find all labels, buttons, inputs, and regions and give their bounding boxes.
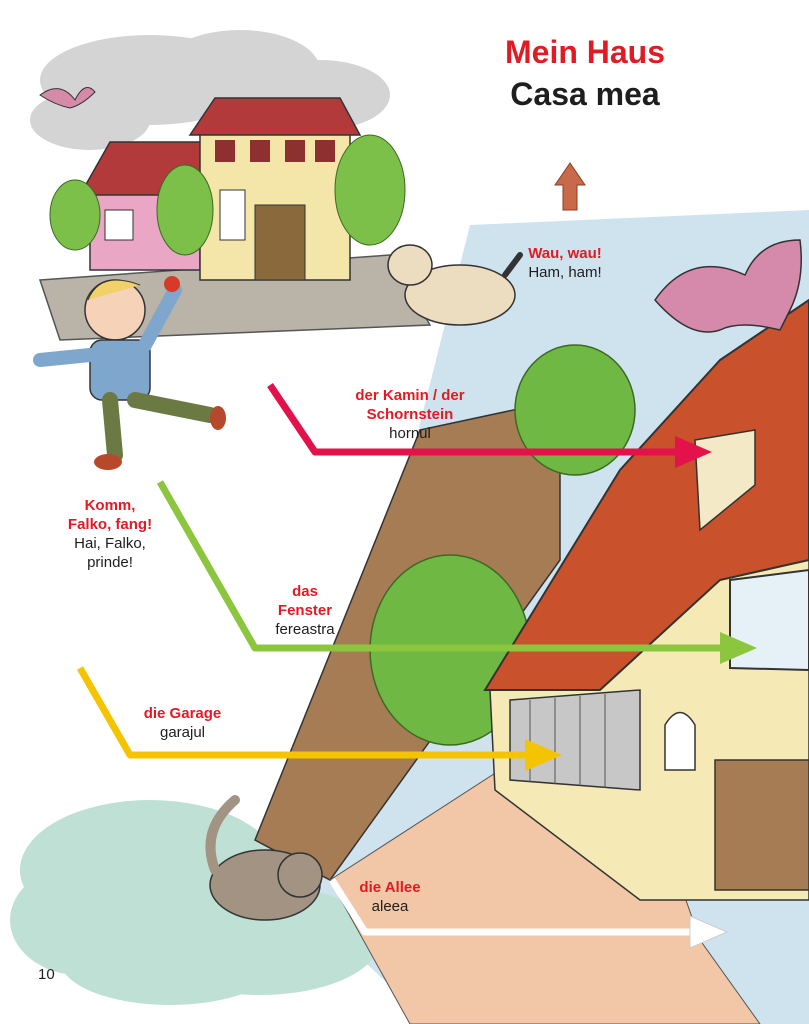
big-window: [729, 568, 809, 672]
chimney-label-romanian: hornul: [389, 425, 431, 442]
boy-label-romanian-2: prinde!: [87, 554, 133, 571]
garage-door: [509, 689, 641, 791]
window-label-german-1: das: [292, 583, 318, 600]
dog-label-romanian: Ham, ham!: [528, 264, 602, 281]
cloud-bottom: [10, 800, 380, 1005]
window-label: das Fenster fereastra: [250, 582, 360, 639]
small-bird: [39, 87, 96, 109]
garage-label: die Garage garajul: [120, 704, 245, 742]
small-yellow-house: [188, 97, 362, 281]
boy-label: Komm, Falko, fang! Hai, Falko, prinde!: [40, 496, 180, 572]
boy: [33, 276, 226, 470]
boy-label-german-2: Falko, fang!: [67, 516, 153, 533]
window-arrow: [156, 480, 757, 664]
page-title-german: Mein Haus: [504, 34, 666, 70]
chimney-label-german-1: der Kamin / der: [355, 387, 465, 404]
window-label-german-2: Fenster: [277, 602, 333, 619]
page-number: 10: [38, 966, 55, 983]
arched-window: [664, 711, 696, 771]
dog: [387, 244, 523, 326]
small-trees: [49, 134, 406, 256]
driveway-arrow: [329, 878, 729, 949]
cat: [205, 795, 323, 921]
dog-label: Wau, wau! Ham, ham!: [505, 244, 625, 282]
up-arrow-icon: [554, 162, 586, 211]
garage-label-romanian: garajul: [159, 724, 206, 741]
chimney: [694, 429, 756, 532]
big-bird: [654, 239, 802, 333]
chimney-label-german-2: Schornstein: [366, 406, 454, 423]
chimney-label: der Kamin / der Schornstein hornul: [330, 386, 490, 443]
chimney-arrow: [267, 383, 712, 468]
front-door: [714, 759, 809, 891]
page-title-romanian: Casa mea: [510, 76, 660, 112]
driveway-label-romanian: aleea: [371, 898, 409, 915]
boy-label-german-1: Komm,: [84, 497, 136, 514]
garage-arrow: [76, 666, 562, 771]
dog-label-german: Wau, wau!: [528, 245, 602, 262]
boy-label-romanian-1: Hai, Falko,: [74, 535, 146, 552]
driveway-label-german: die Allee: [359, 879, 421, 896]
garage-label-german: die Garage: [143, 705, 222, 722]
driveway-label: die Allee aleea: [340, 878, 440, 916]
window-label-romanian: fereastra: [275, 621, 335, 638]
